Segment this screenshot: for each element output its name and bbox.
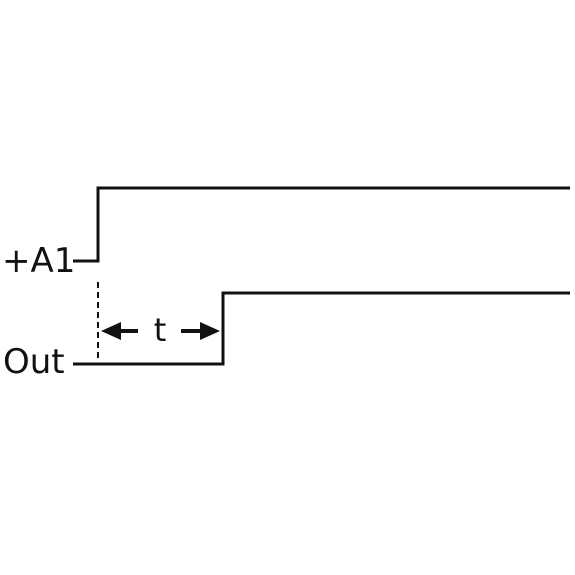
out-waveform [73,291,570,366]
out-signal-label: Out [3,342,65,382]
delay-arrow-right [181,322,220,340]
delay-arrow-left [101,322,138,340]
a1-waveform [73,186,570,263]
a1-signal-label: +A1 [2,241,75,281]
delay-label: t [154,311,167,349]
